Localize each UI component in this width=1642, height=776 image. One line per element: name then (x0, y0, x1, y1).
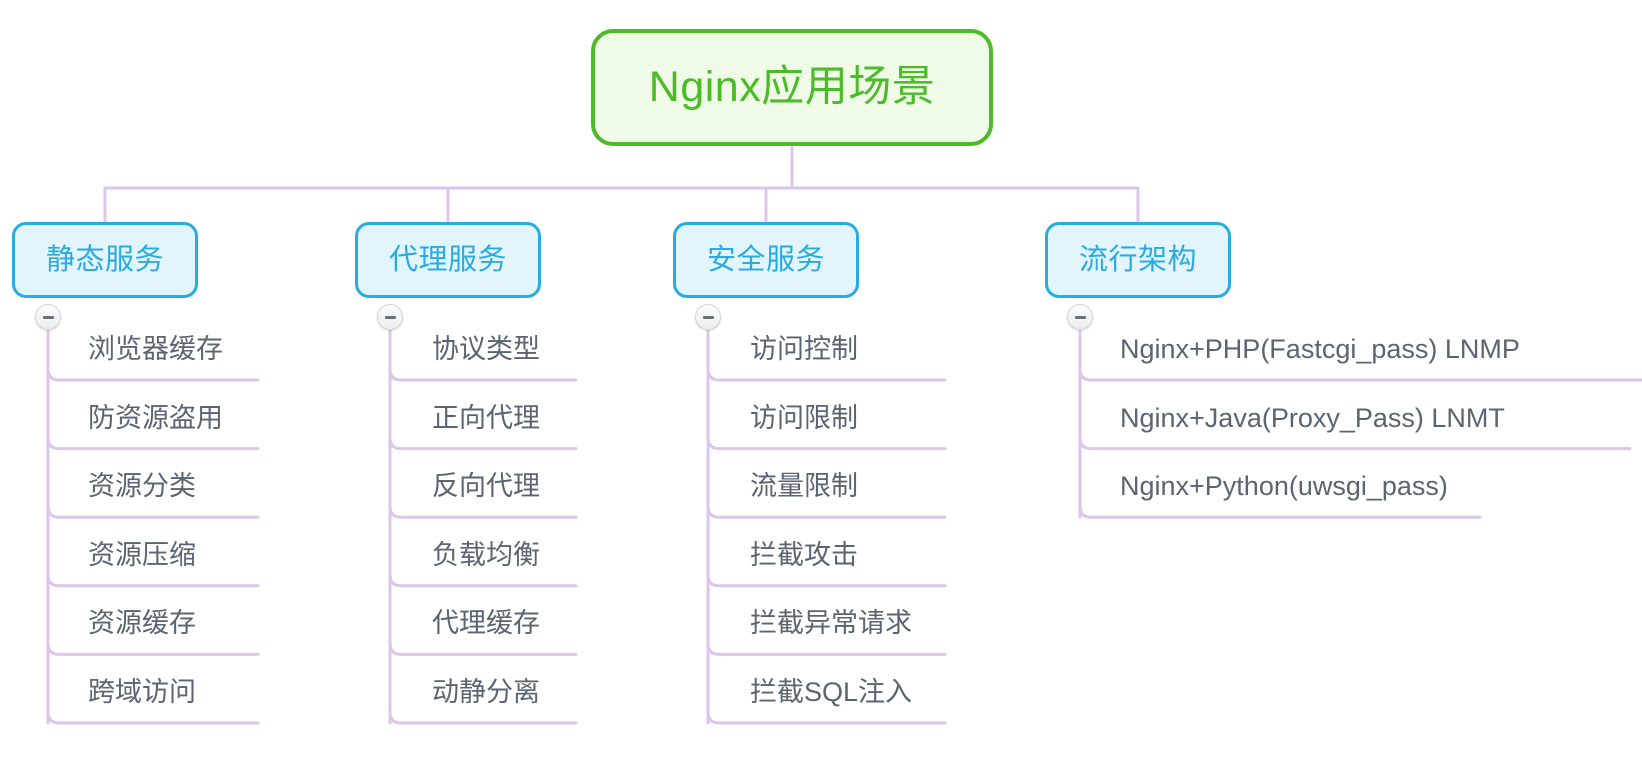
leaf-item[interactable]: 资源压缩 (88, 539, 196, 570)
minus-glyph (702, 315, 714, 319)
leaf-item-label: 负载均衡 (432, 539, 540, 570)
leaf-item-label: 访问限制 (750, 402, 858, 433)
leaf-underline-connector-2-5 (706, 710, 947, 725)
leaf-item-label: 浏览器缓存 (88, 334, 223, 364)
branch-node-2[interactable]: 代理服务 (355, 222, 541, 298)
leaf-item[interactable]: 拦截异常请求 (750, 610, 912, 637)
leaf-item-label: 协议类型 (432, 334, 540, 364)
minus-glyph (42, 315, 54, 319)
leaf-underline-connector-2-0 (706, 367, 947, 382)
leaf-item[interactable]: 反向代理 (432, 473, 540, 500)
leaf-item-label: 代理缓存 (432, 608, 540, 639)
leaf-underline-connector-1-1 (388, 436, 578, 451)
leaf-item[interactable]: 跨域访问 (88, 679, 196, 706)
leaf-item-label: 反向代理 (432, 471, 540, 502)
leaf-item-label: 跨域访问 (88, 677, 196, 707)
leaf-item-label: 资源分类 (88, 471, 196, 502)
branch-node-label: 静态服务 (45, 243, 164, 276)
leaf-underline-connector-2-2 (706, 504, 947, 519)
collapse-minus-icon[interactable] (1067, 304, 1093, 330)
leaf-item-label: 访问控制 (750, 334, 858, 364)
leaf-item[interactable]: 访问控制 (750, 336, 858, 363)
leaf-item[interactable]: 负载均衡 (432, 539, 540, 570)
leaf-underline-connector-0-2 (46, 504, 260, 519)
leaf-item[interactable]: 防资源盗用 (88, 402, 223, 433)
leaf-item[interactable]: 访问限制 (750, 402, 858, 433)
leaf-item-label: 拦截异常请求 (750, 608, 912, 639)
leaf-underline-connector-3-1 (1078, 436, 1632, 451)
leaf-item[interactable]: 正向代理 (432, 402, 540, 433)
leaf-item-label: 拦截攻击 (750, 539, 858, 570)
leaf-underline-connector-1-4 (388, 641, 578, 656)
leaf-item[interactable]: 资源分类 (88, 473, 196, 500)
leaf-underline-connector-1-3 (388, 573, 578, 588)
leaf-underline-connector-3-2 (1078, 504, 1482, 519)
branch-node-label: 流行架构 (1078, 243, 1197, 276)
leaf-underline-connector-2-1 (706, 436, 947, 451)
leaf-underline-connector-1-0 (388, 367, 578, 382)
root-node-label: Nginx应用场景 (648, 63, 936, 111)
leaf-item[interactable]: Nginx+PHP(Fastcgi_pass) LNMP (1120, 336, 1520, 363)
minus-glyph (1074, 315, 1086, 319)
leaf-item-label: 动静分离 (432, 677, 540, 707)
leaf-item-label: Nginx+PHP(Fastcgi_pass) LNMP (1120, 334, 1520, 364)
leaf-item[interactable]: 拦截SQL注入 (750, 679, 912, 706)
leaf-item[interactable]: 资源缓存 (88, 610, 196, 637)
leaf-item-label: 正向代理 (432, 402, 540, 433)
leaf-underline-connector-1-5 (388, 710, 578, 725)
collapse-minus-icon[interactable] (35, 304, 61, 330)
leaf-item[interactable]: 动静分离 (432, 679, 540, 706)
leaf-item-label: 流量限制 (750, 471, 858, 502)
leaf-underline-connector-0-5 (46, 710, 260, 725)
leaf-underline-connector-1-2 (388, 504, 578, 519)
leaf-underline-connector-0-3 (46, 573, 260, 588)
minus-glyph (384, 315, 396, 319)
branch-node-1[interactable]: 静态服务 (12, 222, 198, 298)
leaf-underline-connector-3-0 (1078, 367, 1642, 382)
leaf-underline-connector-0-4 (46, 641, 260, 656)
leaf-item[interactable]: 代理缓存 (432, 610, 540, 637)
leaf-item[interactable]: 协议类型 (432, 336, 540, 363)
leaf-item-label: 防资源盗用 (88, 402, 223, 433)
leaf-underline-connector-2-4 (706, 641, 947, 656)
branch-node-label: 代理服务 (388, 243, 507, 276)
leaf-item-label: 拦截SQL注入 (750, 677, 913, 707)
collapse-minus-icon[interactable] (377, 304, 403, 330)
leaf-item[interactable]: Nginx+Python(uwsgi_pass) (1120, 473, 1448, 500)
leaf-item[interactable]: 流量限制 (750, 473, 858, 500)
leaf-item-label: 资源压缩 (88, 539, 196, 570)
leaf-item[interactable]: Nginx+Java(Proxy_Pass) LNMT (1120, 402, 1505, 433)
branch-node-3[interactable]: 安全服务 (673, 222, 859, 298)
branch-node-label: 安全服务 (706, 243, 825, 276)
root-node[interactable]: Nginx应用场景 (591, 29, 993, 146)
leaf-item[interactable]: 拦截攻击 (750, 539, 858, 570)
leaf-item[interactable]: 浏览器缓存 (88, 336, 223, 363)
branch-node-4[interactable]: 流行架构 (1045, 222, 1231, 298)
collapse-minus-icon[interactable] (695, 304, 721, 330)
leaf-underline-connector-2-3 (706, 573, 947, 588)
leaf-item-label: Nginx+Python(uwsgi_pass) (1120, 471, 1448, 502)
leaf-underline-connector-0-0 (46, 367, 260, 382)
leaf-underline-connector-0-1 (46, 436, 260, 451)
leaf-item-label: 资源缓存 (88, 608, 196, 639)
leaf-item-label: Nginx+Java(Proxy_Pass) LNMT (1120, 402, 1505, 433)
